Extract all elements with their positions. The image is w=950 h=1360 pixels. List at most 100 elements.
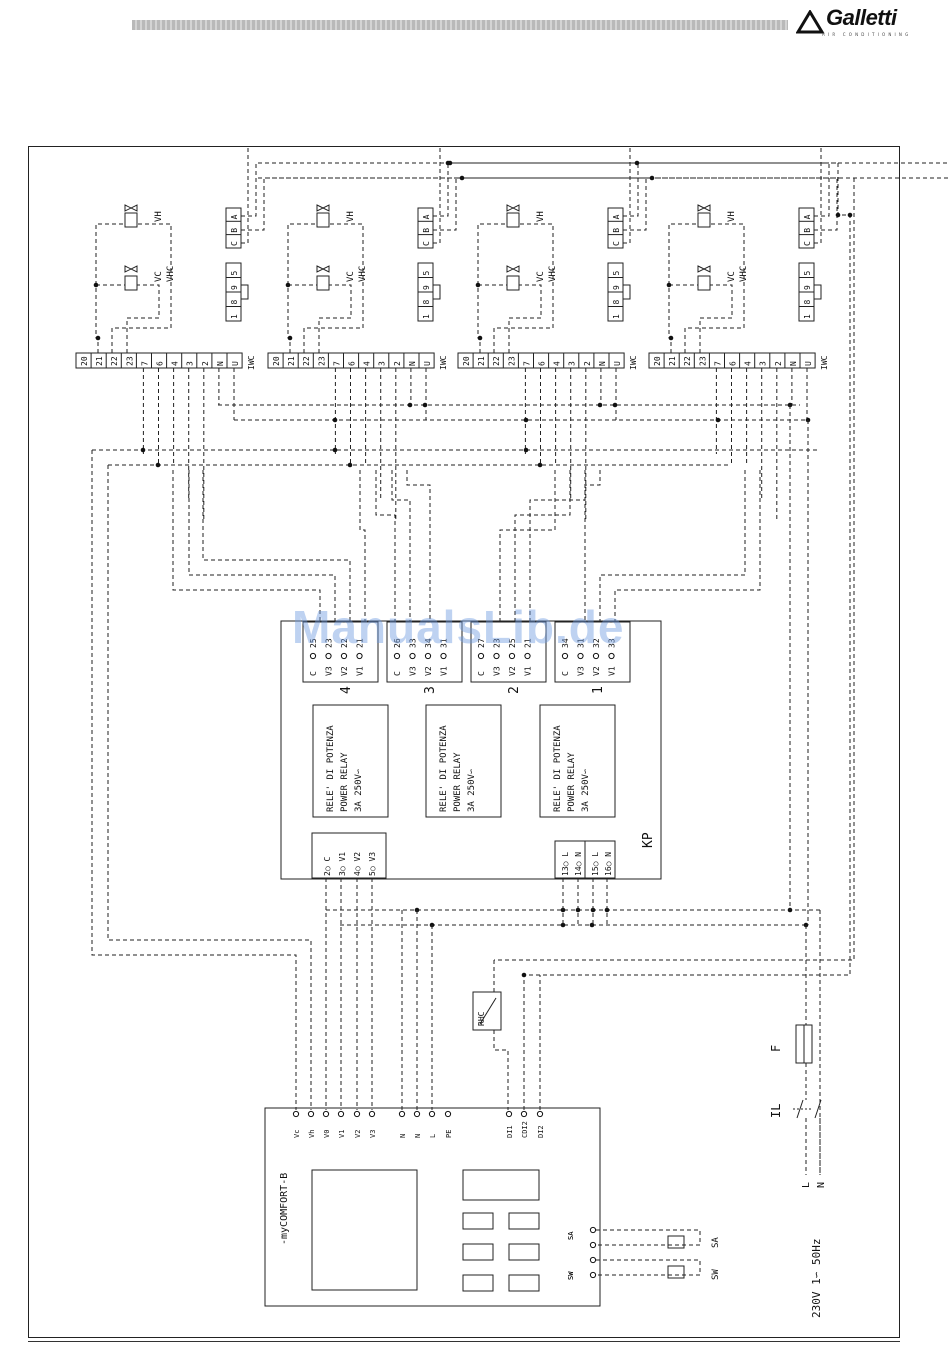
kp-right-block-label: 14○ N [574, 852, 583, 876]
power-relay-text: 3A 250V∽ [467, 768, 477, 812]
switch-label: IL [769, 1104, 783, 1118]
junction-dot [332, 447, 338, 453]
kp-left-block-label: 3○ V1 [338, 852, 347, 876]
iwc-terminal-label: 2 [201, 361, 210, 366]
power-relay-text: RELE' DI POTENZA [439, 725, 449, 812]
relay-feed-wire [514, 470, 571, 622]
aux-label: 9 [803, 285, 812, 290]
valve-wire [126, 284, 160, 353]
iwc-terminal-label: 21 [95, 356, 104, 366]
junction-dot [523, 447, 529, 453]
relay-feed-wire [391, 470, 411, 622]
junction-dot [332, 417, 338, 423]
cba-terminal [607, 207, 624, 249]
iwc-terminal-strip [648, 352, 816, 369]
relay-pin-ring [424, 652, 432, 660]
sensor-terminal-label: SA [567, 1231, 575, 1240]
valve-wire [477, 223, 507, 285]
mycomfort-terminal-ring [428, 1110, 436, 1118]
mycomfort-terminal-label: CDI2 [521, 1121, 529, 1138]
kp-right-block-label: 16○ N [604, 852, 613, 876]
mycomfort-terminal-label: PE [445, 1130, 453, 1138]
junction-dot [477, 335, 483, 341]
relay-pin-ring [561, 652, 569, 660]
mycomfort-terminal-ring [322, 1110, 330, 1118]
valve-label-vhc: VHC [166, 266, 176, 282]
power-relay-box [312, 704, 389, 818]
bus-wire-c [241, 148, 249, 244]
sensor-terminal-ring [589, 1271, 597, 1279]
brand-subtitle: AIR CONDITIONING [822, 32, 912, 37]
header-bar [132, 20, 788, 30]
junction-dot [422, 402, 428, 408]
mycomfort-terminal-ring [505, 1110, 513, 1118]
junction-dot [847, 212, 853, 218]
sensor-terminal-ring [589, 1241, 597, 1249]
relay-pin-label: V2 [592, 666, 601, 676]
sensor-terminal-ring [589, 1226, 597, 1234]
junction-dot [835, 212, 841, 218]
junction-dot [560, 922, 566, 928]
kp-right-block-label: 15○ L [591, 852, 600, 876]
iwc-terminal-label: 6 [156, 361, 165, 366]
mycomfort-terminal-label: V3 [369, 1130, 377, 1138]
iwc-terminal-label: 20 [462, 356, 471, 366]
wire-vh [107, 465, 312, 1110]
aux-label: 9 [230, 285, 239, 290]
sensor-wire-sa [596, 1229, 701, 1246]
junction-dot [459, 175, 465, 181]
relay-pin-ring [477, 652, 485, 660]
valve-label-vhc: VHC [548, 266, 558, 282]
junction-dot [407, 402, 413, 408]
mycomfort-terminal-label: V0 [323, 1130, 331, 1138]
relay-pin-ring [508, 652, 516, 660]
iwc-terminal-strip [75, 352, 243, 369]
valve-wire [303, 223, 364, 353]
mycomfort-terminal-ring [444, 1110, 452, 1118]
power-relay-text: POWER RELAY [340, 752, 350, 812]
relay-pin-ring [577, 652, 584, 660]
relay-pin-number: 34 [424, 638, 433, 648]
iwc-terminal-label: 7 [522, 361, 531, 366]
junction-dot [715, 417, 721, 423]
sensor-terminal-label: SW [567, 1271, 575, 1280]
iwc-terminal-label: 21 [668, 356, 677, 366]
relay-pin-label: V1 [356, 666, 365, 676]
valve-wire [684, 223, 745, 353]
sensor-terminal-ring [589, 1256, 597, 1264]
iwc-terminal-label: 21 [477, 356, 486, 366]
aux-label: 8 [422, 300, 431, 305]
aux-label: 8 [230, 300, 239, 305]
iwc-terminal-label: 3 [378, 361, 387, 366]
power-relay-text: 3A 250V∽ [354, 768, 364, 812]
valve-wire [668, 284, 698, 353]
relay-pin-label: C [561, 671, 570, 676]
mycomfort-terminal-ring [307, 1110, 315, 1118]
aux-label: 8 [612, 300, 621, 305]
valve-actuator-vh [316, 212, 330, 228]
aux-label: 1 [422, 314, 431, 319]
valve-actuator-vh [124, 212, 138, 228]
valve-label-vc: VC [154, 271, 164, 282]
mycomfort-terminal-ring [353, 1110, 361, 1118]
relay-module [302, 621, 379, 683]
valve-label-vh: VH [346, 211, 356, 222]
sensor-terminal-label: SA [567, 1231, 575, 1240]
valve-label-vh: VH [536, 211, 546, 222]
iwc-terminal-label: 3 [568, 361, 577, 366]
relay-pin-label: V2 [340, 666, 349, 676]
diagram-frame [28, 146, 900, 1338]
mycomfort-terminal-label: Vc [293, 1130, 301, 1138]
sensor-wire-sw [596, 1259, 701, 1276]
mycomfort-terminal-ring [413, 1110, 421, 1118]
junction-dot [155, 462, 161, 468]
relay-feed-wire [188, 470, 336, 622]
sensor-sa-icon [667, 1235, 685, 1249]
valve-vh-icon [697, 204, 711, 212]
relay-pin-number: 23 [325, 638, 334, 648]
brand-name: Galletti [826, 5, 897, 30]
mycomfort-terminal-label: DI2 [537, 1125, 545, 1138]
junction-dot [649, 175, 655, 181]
sensor-terminal-label: SW [567, 1271, 575, 1280]
mycomfort-key [462, 1243, 494, 1261]
